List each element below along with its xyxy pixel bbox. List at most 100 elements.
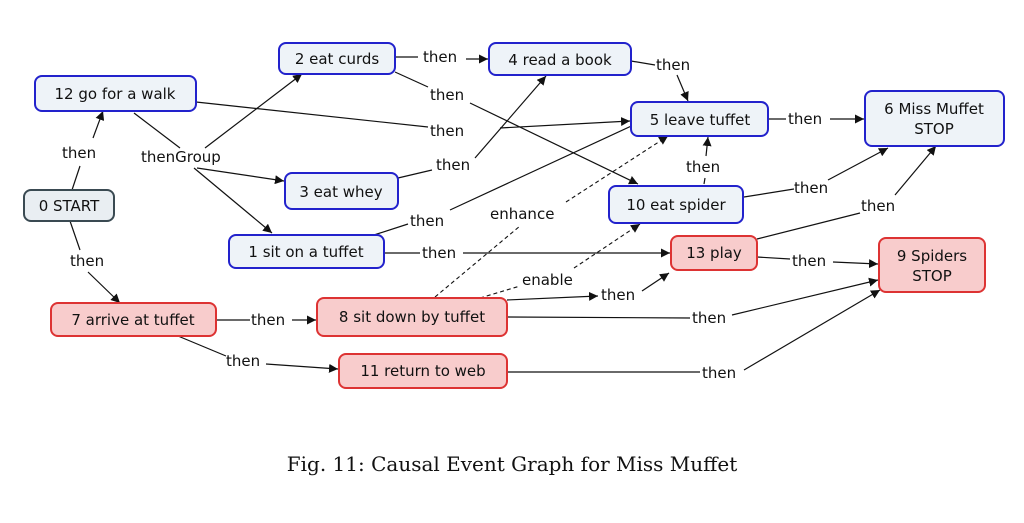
edge-sitdown-to-spiders-arrow: [731, 277, 879, 316]
edge-group-to-curds: [204, 73, 303, 149]
node-box: [670, 235, 758, 271]
node-box: [284, 172, 399, 210]
node-label: 0 START: [39, 197, 100, 215]
node-9-spiders-stop[interactable]: 9 Spiders STOP: [878, 237, 986, 293]
edge-return-to-spiders-arrow: [743, 289, 881, 371]
edge-label: then: [410, 212, 444, 230]
edge-label: then: [251, 311, 285, 329]
node-13-play[interactable]: 13 play: [670, 235, 758, 271]
edge-book-to-leave: [630, 60, 656, 66]
node-label: 7 arrive at tuffet: [71, 311, 194, 329]
node-7-arrive-at-tuffet[interactable]: 7 arrive at tuffet: [50, 302, 217, 337]
node-box: [278, 42, 396, 75]
node-box: [228, 234, 385, 269]
causal-event-graph: then then thenGroup then then then then …: [23, 42, 1005, 389]
node-box: [864, 90, 1005, 147]
edge-spider-to-missmuffet: [743, 188, 795, 198]
edge-spider-to-missmuffet-arrow: [827, 147, 889, 181]
edge-label: then: [702, 364, 736, 382]
edge-label: then: [70, 252, 104, 270]
edge-whey-to-book: [397, 169, 433, 179]
edge-curds-to-spider-arrow: [469, 102, 639, 185]
node-label: STOP: [914, 120, 954, 138]
edge-label: then: [430, 122, 464, 140]
edge-labels: then then thenGroup then then then then …: [62, 48, 895, 382]
edge-label: then: [601, 286, 635, 304]
node-label: 2 eat curds: [295, 50, 380, 68]
node-0-start[interactable]: 0 START: [23, 189, 115, 222]
node-6-miss-muffet-stop[interactable]: 6 Miss Muffet STOP: [864, 90, 1005, 147]
node-box: [488, 42, 632, 76]
node-label: 1 sit on a tuffet: [248, 243, 363, 261]
node-3-eat-whey[interactable]: 3 eat whey: [284, 172, 399, 210]
edge-play-to-missmuffet: [756, 212, 861, 240]
edge-enable-lower: [479, 285, 521, 299]
edge-arrive-to-return-arrow: [265, 363, 339, 373]
edge-start-to-walk-arrow: [92, 110, 105, 139]
edge-enhance-upper: [565, 135, 669, 203]
edge-group-to-whey: [196, 167, 285, 185]
edge-label: then: [423, 48, 457, 66]
edge-enable-upper: [573, 223, 641, 269]
node-label: 9 Spiders: [897, 247, 967, 265]
edge-start-to-arrive-arrow: [87, 271, 121, 304]
edge-play-to-missmuffet-arrow: [894, 145, 937, 196]
node-12-go-for-a-walk[interactable]: 12 go for a walk: [34, 75, 197, 112]
node-label: 10 eat spider: [626, 196, 726, 214]
edge-play-to-spiders-arrow: [832, 259, 879, 269]
edge-walk-to-leave: [195, 101, 429, 128]
edge-group-to-sit: [193, 167, 273, 234]
edge-label: then: [794, 179, 828, 197]
node-label: 8 sit down by tuffet: [339, 308, 485, 326]
node-10-eat-spider[interactable]: 10 eat spider: [608, 185, 744, 224]
edge-walk-to-group: [133, 112, 181, 149]
edge-arrive-to-return: [177, 335, 227, 357]
node-label: STOP: [912, 267, 952, 285]
edge-sitdown-to-play-arrow: [641, 272, 670, 292]
node-box: [338, 353, 508, 389]
node-11-return-to-web[interactable]: 11 return to web: [338, 353, 508, 389]
edge-sitdown-to-play: [506, 291, 599, 301]
node-box: [878, 237, 986, 293]
edge-sit-to-leave: [373, 223, 409, 236]
node-box: [608, 185, 744, 224]
edge-play-to-spiders: [756, 256, 791, 260]
edge-label: then: [422, 244, 456, 262]
edge-label: then: [792, 252, 826, 270]
node-label: 3 eat whey: [299, 183, 382, 201]
node-box: [630, 101, 769, 137]
edge-label-enhance: enhance: [490, 205, 554, 223]
node-2-eat-curds[interactable]: 2 eat curds: [278, 42, 396, 75]
edge-sitdown-to-spiders: [506, 316, 691, 319]
edge-spider-to-leave-arrow: [702, 136, 712, 157]
node-8-sit-down-by-tuffet[interactable]: 8 sit down by tuffet: [316, 297, 508, 337]
edge-label: then: [62, 144, 96, 162]
edge-label: then: [430, 86, 464, 104]
edge-start-to-walk: [71, 165, 81, 191]
node-label: 6 Miss Muffet: [884, 100, 984, 118]
edge-label: then: [226, 352, 260, 370]
node-5-leave-tuffet[interactable]: 5 leave tuffet: [630, 101, 769, 137]
node-1-sit-on-a-tuffet[interactable]: 1 sit on a tuffet: [228, 234, 385, 269]
node-label: 11 return to web: [360, 362, 485, 380]
nodes: 0 START 12 go for a walk 2 eat curds 4 r…: [23, 42, 1005, 389]
figure-caption: Fig. 11: Causal Event Graph for Miss Muf…: [286, 452, 738, 476]
edges: [69, 54, 937, 373]
node-box: [23, 189, 115, 222]
edge-label: then: [436, 156, 470, 174]
edge-label: then: [861, 197, 895, 215]
edge-whey-to-book-arrow: [474, 75, 547, 159]
edge-label: then: [686, 158, 720, 176]
edge-walk-to-leave-arrow: [499, 116, 631, 129]
edge-label-enable: enable: [522, 271, 573, 289]
edge-curds-to-spider: [394, 71, 429, 88]
edge-label-thengroup: thenGroup: [141, 148, 221, 166]
node-label: 13 play: [686, 244, 742, 262]
node-label: 12 go for a walk: [55, 85, 176, 103]
node-label: 4 read a book: [508, 51, 612, 69]
edge-label: then: [692, 309, 726, 327]
edge-label: then: [656, 56, 690, 74]
edge-spider-to-leave: [703, 177, 706, 185]
node-4-read-a-book[interactable]: 4 read a book: [488, 42, 632, 76]
edge-book-to-leave-arrow: [676, 74, 689, 102]
